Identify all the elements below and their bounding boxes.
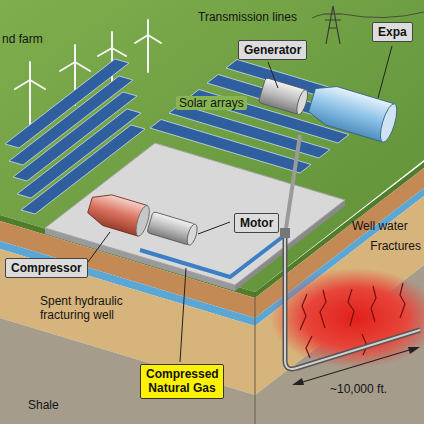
well-head [280,228,290,238]
callout-box: Compressed Natural Gas [140,364,224,399]
gas-pipe [140,235,285,277]
area-label: Transmission lines [198,10,297,24]
area-label: Fractures [370,239,421,253]
expander-machine [306,81,400,144]
layer-label: Spent hydraulic fracturing well [40,294,142,323]
well-bore [285,238,420,369]
callout-box: Compressor [5,258,88,278]
callout-text: Expa [378,25,407,39]
leader-lines [88,46,392,362]
callout-box: Generator [238,40,307,60]
motor-machine [147,211,199,246]
well-bore [285,238,420,369]
callout-text: Compressor [11,261,82,275]
compressor-machine [85,190,152,238]
callout-box: Motor [234,213,279,233]
callout-text: Motor [240,216,273,230]
pipe [285,135,300,235]
generator-machine [258,78,310,116]
area-label: Solar arrays [176,96,247,110]
corner-edge [255,292,256,424]
callout-box: Expa [372,22,413,42]
dimension-arrow [292,347,420,385]
concrete-pad [45,143,345,285]
dimension-label: ~10,000 ft. [330,382,387,396]
callout-text: Compressed Natural Gas [146,367,218,396]
callout-text: Generator [244,43,301,57]
transmission-tower [312,6,424,44]
layer-label: Well water [352,219,408,233]
layer-label: Shale [28,398,59,412]
shale-layer [0,318,255,424]
area-label: nd farm [2,32,43,46]
fracture-cracks [300,283,405,358]
